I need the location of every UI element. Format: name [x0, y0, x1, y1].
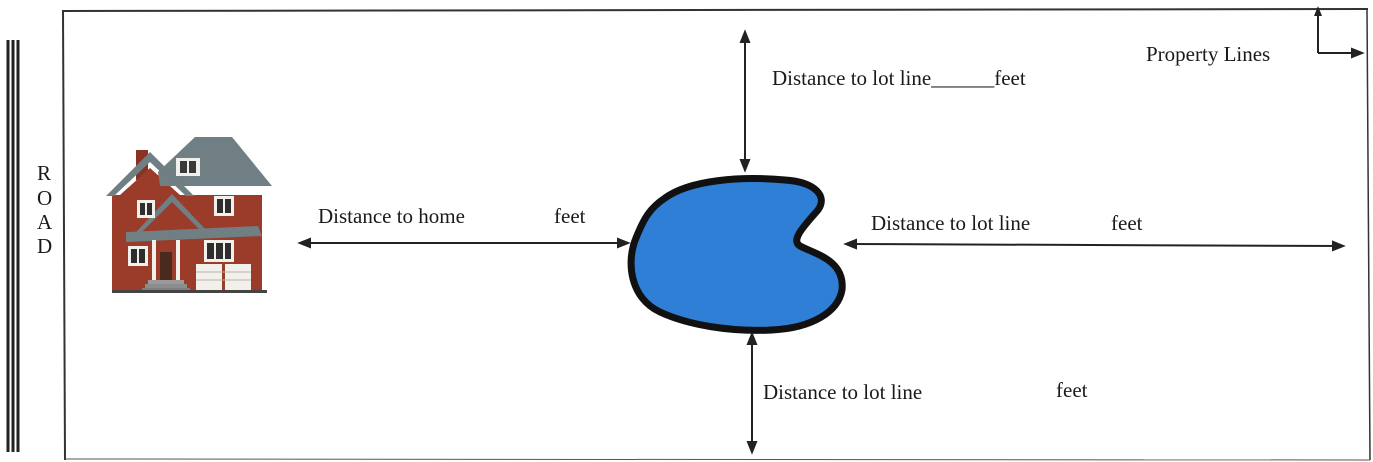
property-lines-label: Property Lines: [1146, 42, 1271, 66]
house-icon: [106, 137, 272, 293]
road-letter-o: O: [37, 186, 53, 210]
home-distance-label: Distance to home: [318, 204, 465, 228]
pond-icon: [627, 175, 846, 334]
right-distance-unit: feet: [1111, 211, 1143, 235]
bottom-distance-label: Distance to lot line: [763, 380, 923, 404]
right-distance-label: Distance to lot line: [871, 211, 1031, 235]
road-lines: [6, 40, 20, 452]
arrow-right-distance: [843, 238, 1346, 252]
road-letter-a: A: [37, 210, 53, 234]
property-lines-indicator: [1314, 6, 1365, 59]
road-letter-d: D: [37, 234, 53, 258]
top-distance-label: Distance to lot line______feet: [772, 66, 1026, 90]
property-boundary: [61, 8, 1371, 461]
home-distance-unit: feet: [554, 204, 586, 228]
bottom-distance-unit: feet: [1056, 378, 1088, 402]
road-letter-r: R: [37, 161, 52, 185]
